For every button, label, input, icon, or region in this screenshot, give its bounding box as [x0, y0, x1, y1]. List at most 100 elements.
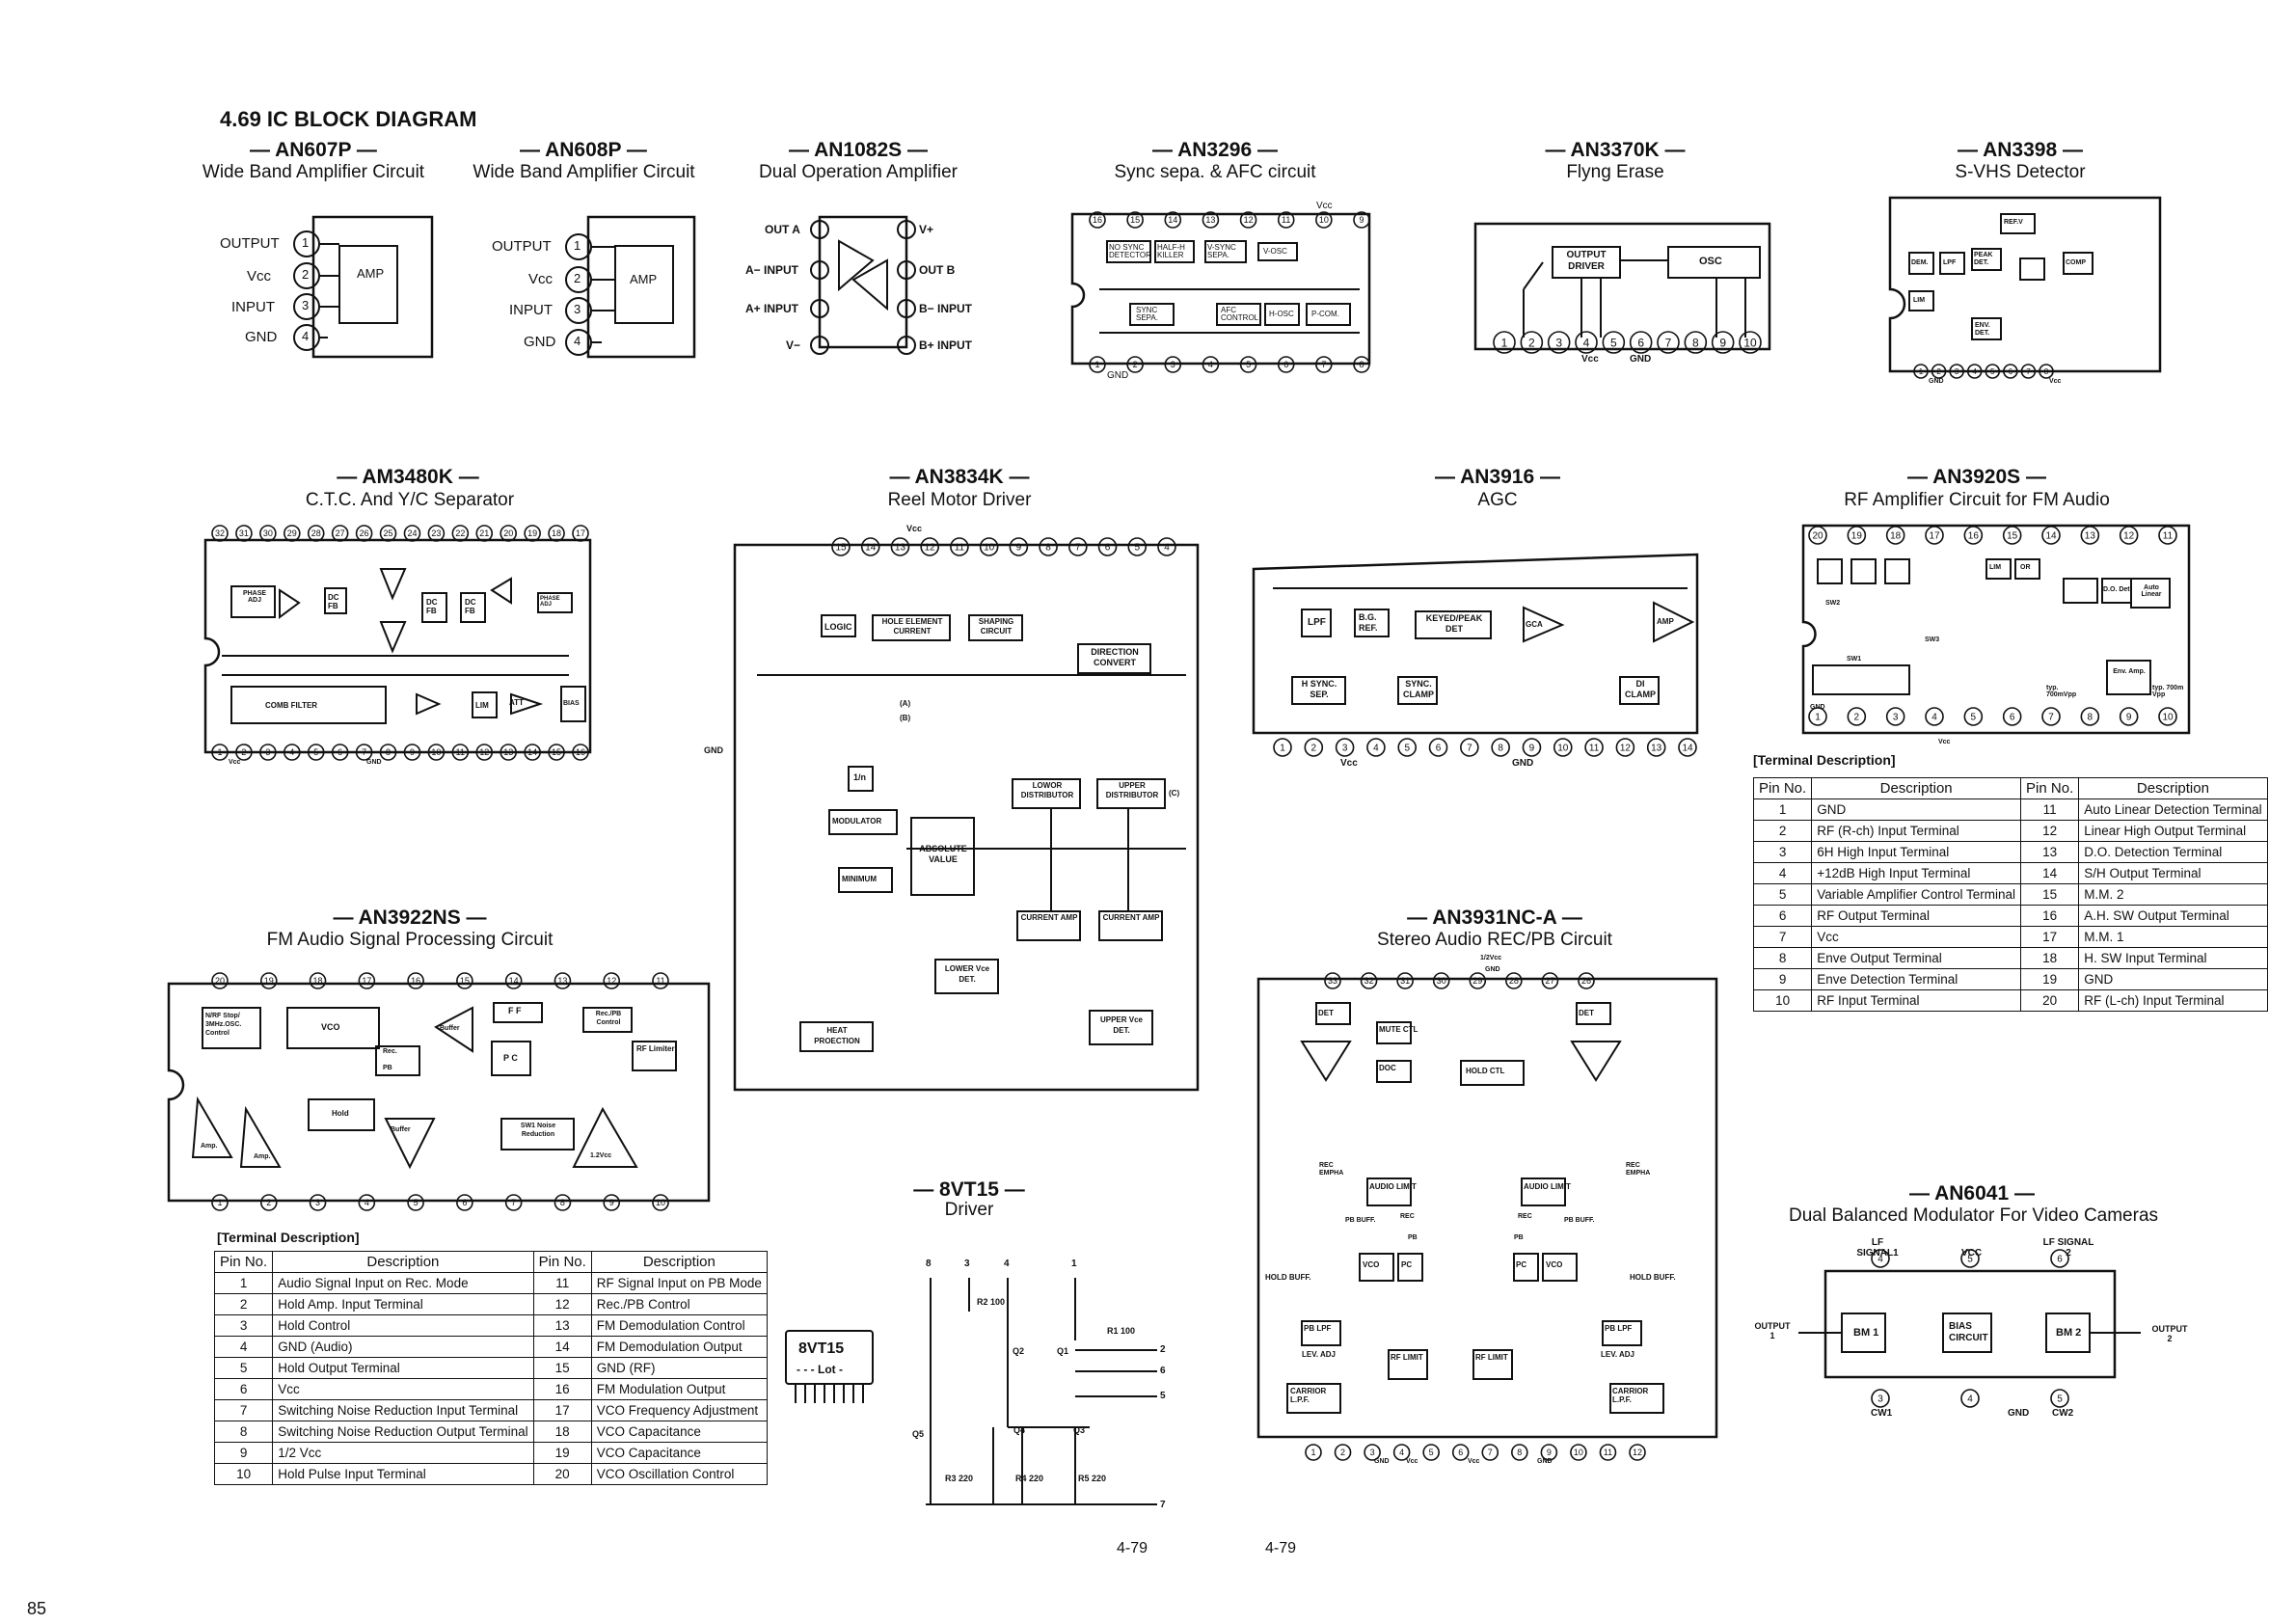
an3922ns-pin-number: 20 [215, 976, 225, 986]
an3931nca-desc: Stereo Audio REC/PB Circuit [1377, 930, 1612, 950]
am3480k-pin-number: 9 [410, 747, 415, 757]
an3922ns-terminal-table: Pin No. Description Pin No. Description … [213, 1251, 768, 1485]
an3922ns-label-rec: Rec. [383, 1048, 397, 1055]
an3916-title: — AN3916 — [1435, 466, 1560, 488]
am3480k-block-phase1: PHASE ADJ [242, 590, 267, 604]
an3922ns-pin-desc: Hold Amp. Input Terminal [272, 1293, 534, 1315]
an3931nca-block: RF LIMIT [1475, 1353, 1508, 1362]
an3922ns-pin-no: 14 [532, 1336, 592, 1358]
an3931nca-pin-number: 11 [1604, 1448, 1612, 1457]
an3834k-pin-number: 4 [1164, 543, 1170, 554]
an3370k-desc: Flyng Erase [1566, 162, 1664, 182]
an3834k-vcc: Vcc [906, 524, 923, 533]
an3296-block-vsync: V-SYNC SEPA. [1207, 243, 1236, 259]
an3834k-pin [1097, 537, 1118, 556]
an3931nca-pin-number: 5 [1429, 1448, 1434, 1457]
an3922ns-pin [456, 1194, 473, 1211]
an3920s-th-pin2: Pin No. [2020, 777, 2080, 799]
an3931nca-pin-number: 7 [1488, 1448, 1493, 1457]
an3922ns-label-pb: PB [383, 1065, 392, 1071]
an3931nca-label: GND [1485, 966, 1500, 973]
an3931nca-label: 1/2Vcc [1480, 955, 1502, 961]
an3834k-pin [950, 537, 969, 556]
an3931nca-pin [1305, 1444, 1322, 1461]
an3370k-block-driver: OUTPUT DRIVER [1566, 250, 1607, 272]
an3922ns-pin-desc: FM Demodulation Control [590, 1314, 768, 1337]
am3480k-pin-number: 11 [456, 747, 465, 757]
8vt15-part-label: R2 100 [977, 1297, 1006, 1307]
an3922ns-pin-desc: Vcc [272, 1378, 534, 1400]
an3916-block-keyed: KEYED/PEAK DET [1425, 613, 1483, 634]
an3296-pin-number: 13 [1205, 215, 1215, 225]
8vt15-part-label: Q2 [1013, 1346, 1025, 1356]
an3370k-pin [1520, 331, 1544, 354]
an3834k-desc: Reel Motor Driver [887, 490, 1032, 510]
an3398-pin-number: 3 [1955, 367, 1959, 376]
an3296-pin [1353, 356, 1370, 373]
am3480k-pin-number: 17 [576, 528, 585, 538]
an3931nca-block: PC [1516, 1260, 1527, 1269]
an3296-pin [1202, 356, 1220, 373]
an6041-out2: OUTPUT 2 [2151, 1324, 2188, 1343]
an3931nca-label: PB [1514, 1234, 1524, 1241]
an3920s-table-title: [Terminal Description] [1753, 752, 1896, 768]
an1082s-title: — AN1082S — [789, 139, 928, 161]
an3920s-pin [2080, 707, 2100, 726]
an3931nca-block: RF LIMIT [1391, 1353, 1423, 1362]
an3398-vcc: Vcc [2049, 378, 2062, 385]
an3920s-pin [1885, 526, 1905, 545]
an3922ns-table-title: [Terminal Description] [217, 1230, 360, 1245]
am3480k-gnd: GND [366, 759, 382, 766]
8vt15-part-label: Q5 [912, 1429, 925, 1439]
an3296-block-syncsepa: SYNC SEPA. [1136, 306, 1158, 322]
an3931nca-block: HOLD CTL [1466, 1067, 1505, 1075]
an3922ns-pin-number: 11 [656, 976, 664, 986]
am3480k-pin [500, 525, 518, 542]
an3920s-pin-desc: Variable Amplifier Control Terminal [1811, 883, 2022, 906]
8vt15-pin-number: 7 [1160, 1500, 1166, 1510]
an3922ns-block-rflimiter: RF Limiter [636, 1044, 675, 1053]
an3920s-pin-number: 4 [1931, 713, 1937, 723]
an3916-block-lpf: LPF [1308, 617, 1326, 628]
an3922ns-pin-desc: Audio Signal Input on Rec. Mode [272, 1272, 534, 1294]
an6041-title: — AN6041 — [1909, 1182, 2035, 1204]
an6041-out1: OUTPUT 1 [1754, 1321, 1791, 1340]
an3920s-th-desc: Description [1811, 777, 2022, 799]
an3296-gnd: GND [1107, 370, 1129, 381]
an3931nca-block: PB LPF [1304, 1324, 1332, 1333]
an3370k-pin [1602, 331, 1626, 354]
an3931nca-block: MUTE CTL [1379, 1025, 1418, 1034]
am3480k-pin [427, 744, 446, 761]
an3834k-block-direction: DIRECTION CONVERT [1091, 647, 1139, 667]
an3916-gnd: GND [1512, 758, 1534, 769]
an3920s-terminal-table: Pin No. Description Pin No. Description … [1752, 777, 2268, 1012]
an3931nca-pin [1505, 972, 1523, 989]
an3834k-pin-number: 9 [1016, 543, 1022, 554]
am3480k-title: — AM3480K — [337, 466, 479, 488]
an3920s-pin-number: 5 [1971, 713, 1977, 723]
an1082s-pin-outa: OUT A [765, 223, 800, 236]
an608p-pin-output: OUTPUT [492, 238, 552, 255]
an3931nca-pin [1360, 972, 1378, 989]
an3931nca-block: LEV. ADJ [1302, 1350, 1336, 1359]
an3916-pin [1428, 738, 1448, 757]
an3296-pin-number: 7 [1321, 360, 1326, 369]
an3834k-pin-number: 13 [895, 543, 906, 554]
an3916-pin [1584, 738, 1604, 757]
an3398-pin [1966, 364, 1983, 379]
an3920s-pin-no: 1 [1752, 798, 1813, 821]
an3920s-pin-number: 2 [1854, 713, 1860, 723]
am3480k-pin-number: 14 [527, 747, 537, 757]
an3834k-pin [1157, 537, 1176, 556]
am3480k-pin-number: 5 [313, 747, 318, 757]
am3480k-pin-number: 19 [527, 528, 537, 538]
an3370k-pin [1657, 331, 1680, 354]
an3834k-pin-number: 12 [925, 543, 936, 554]
an3922ns-block-nrf: N/RF Stop/ 3MHz.OSC. Control [205, 1013, 242, 1037]
an3931nca-label: GND [1374, 1458, 1390, 1465]
an3931nca-pin-number: 9 [1547, 1448, 1552, 1457]
an3922ns-pin-number: 14 [509, 976, 519, 986]
an3922ns-pin-desc: VCO Frequency Adjustment [590, 1399, 768, 1421]
